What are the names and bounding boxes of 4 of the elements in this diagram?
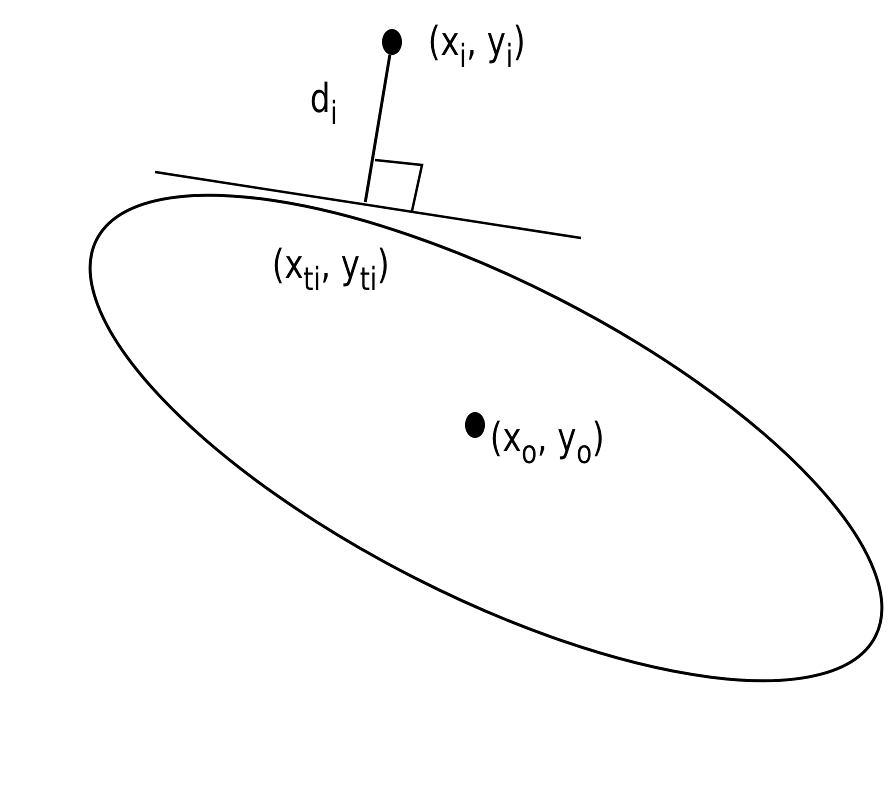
coordinate-label: (x$_{i}$, y$_{i}$)	[428, 22, 526, 72]
coordinate-label: (x$_{ti}$, y$_{ti}$)	[272, 245, 390, 295]
distance-line	[364, 54, 392, 202]
coordinate-label: (x$_{o}$, y$_{o}$)	[490, 418, 605, 468]
